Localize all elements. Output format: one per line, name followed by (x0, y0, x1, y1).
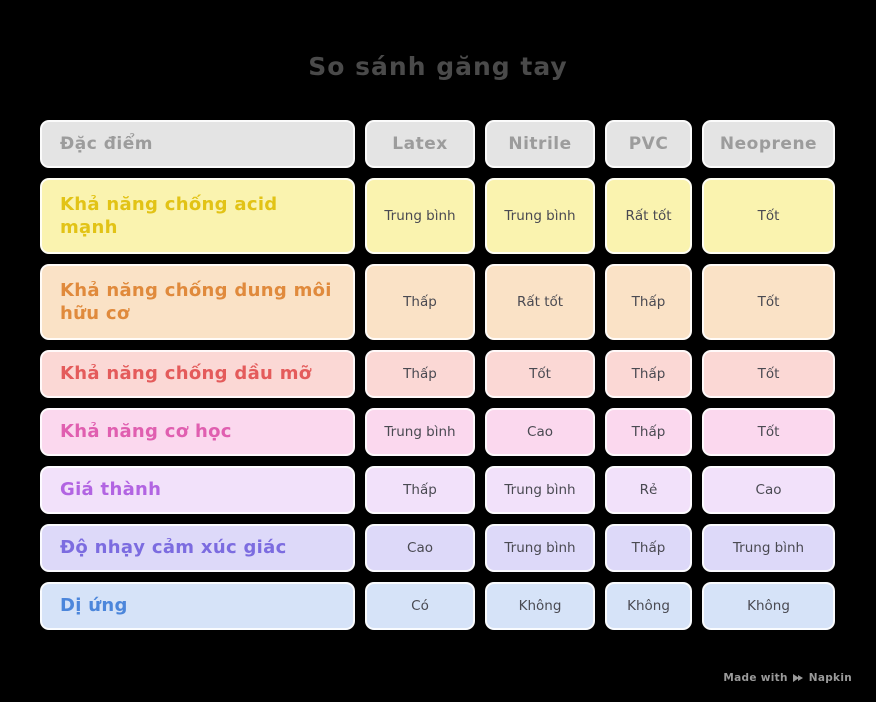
row-label-oil: Khả năng chống dầu mỡ (60, 363, 312, 385)
table-cell-oil-latex: Thấp (365, 350, 475, 398)
row-label-acid: Khả năng chống acid mạnh (60, 193, 278, 238)
table-cell-mechanical-latex: Trung bình (365, 408, 475, 456)
row-label-cell-solvent: Khả năng chống dung môi hữu cơ (40, 264, 355, 340)
row-label-cost: Giá thành (60, 479, 162, 501)
watermark-brand-text: Napkin (808, 672, 852, 684)
table-cell-acid-pvc: Rất tốt (605, 178, 692, 254)
table-cell-sensitivity-latex: Cao (365, 524, 475, 572)
table-cell-cost-nitrile: Trung bình (485, 466, 595, 514)
table-cell-solvent-latex: Thấp (365, 264, 475, 340)
row-label-cell-mechanical: Khả năng cơ học (40, 408, 355, 456)
table-cell-cost-latex: Thấp (365, 466, 475, 514)
table-cell-acid-latex: Trung bình (365, 178, 475, 254)
row-label-allergy: Dị ứng (60, 595, 128, 617)
table-cell-acid-neoprene: Tốt (702, 178, 835, 254)
page-title: So sánh găng tay (308, 52, 568, 81)
column-header-feature: Đặc điểm (40, 120, 355, 168)
table-cell-allergy-neoprene: Không (702, 582, 835, 630)
table-cell-oil-neoprene: Tốt (702, 350, 835, 398)
row-label-solvent: Khả năng chống dung môi hữu cơ (60, 279, 332, 324)
table-cell-mechanical-pvc: Thấp (605, 408, 692, 456)
table-cell-allergy-pvc: Không (605, 582, 692, 630)
watermark-made-with-text: Made with (723, 672, 788, 684)
table-cell-cost-neoprene: Cao (702, 466, 835, 514)
table-cell-solvent-pvc: Thấp (605, 264, 692, 340)
row-label-cell-allergy: Dị ứng (40, 582, 355, 630)
table-cell-allergy-latex: Có (365, 582, 475, 630)
row-label-mechanical: Khả năng cơ học (60, 421, 232, 443)
column-header-pvc: PVC (605, 120, 692, 168)
watermark: Made with Napkin (723, 672, 852, 684)
column-header-nitrile: Nitrile (485, 120, 595, 168)
table-cell-mechanical-neoprene: Tốt (702, 408, 835, 456)
row-label-cell-cost: Giá thành (40, 466, 355, 514)
table-cell-cost-pvc: Rẻ (605, 466, 692, 514)
row-label-cell-oil: Khả năng chống dầu mỡ (40, 350, 355, 398)
table-cell-solvent-neoprene: Tốt (702, 264, 835, 340)
row-label-sensitivity: Độ nhạy cảm xúc giác (60, 537, 287, 559)
table-cell-allergy-nitrile: Không (485, 582, 595, 630)
table-cell-solvent-nitrile: Rất tốt (485, 264, 595, 340)
column-header-neoprene: Neoprene (702, 120, 835, 168)
row-label-cell-sensitivity: Độ nhạy cảm xúc giác (40, 524, 355, 572)
table-cell-oil-nitrile: Tốt (485, 350, 595, 398)
table-cell-oil-pvc: Thấp (605, 350, 692, 398)
column-header-latex: Latex (365, 120, 475, 168)
table-cell-acid-nitrile: Trung bình (485, 178, 595, 254)
row-label-cell-acid: Khả năng chống acid mạnh (40, 178, 355, 254)
table-cell-mechanical-nitrile: Cao (485, 408, 595, 456)
table-cell-sensitivity-pvc: Thấp (605, 524, 692, 572)
table-cell-sensitivity-nitrile: Trung bình (485, 524, 595, 572)
comparison-table: Đặc điểm Latex Nitrile PVC Neoprene Khả … (40, 120, 835, 630)
table-cell-sensitivity-neoprene: Trung bình (702, 524, 835, 572)
napkin-logo-icon (792, 673, 804, 683)
